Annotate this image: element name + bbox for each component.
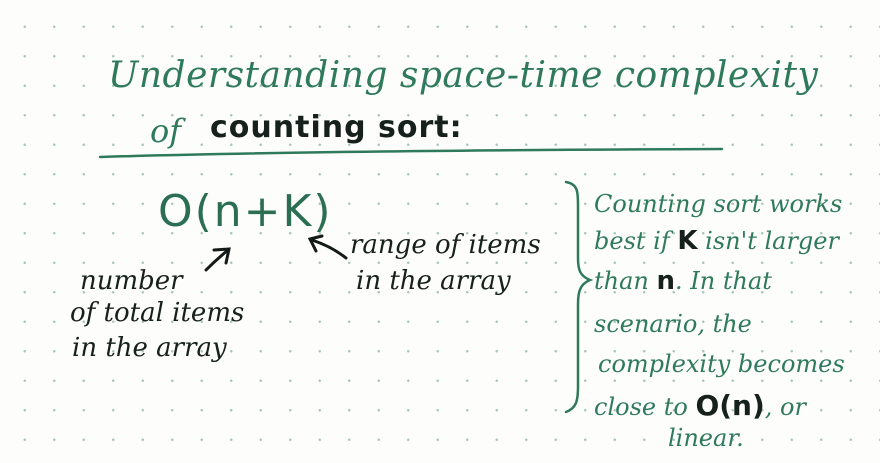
side-note-line-5: complexity becomes bbox=[598, 350, 845, 378]
title-line-2-prefix: of bbox=[150, 112, 182, 150]
arrow-to-k bbox=[307, 234, 348, 260]
linear-complexity: O(n) bbox=[695, 389, 765, 422]
curly-brace bbox=[564, 180, 594, 414]
side-note-line-1: Counting sort works bbox=[594, 190, 843, 218]
side-note-line-3-b: . In that bbox=[675, 267, 772, 295]
side-note-line-7: linear. bbox=[668, 424, 744, 452]
variable-n: n bbox=[656, 266, 676, 296]
side-note-line-2-b: isn't larger bbox=[705, 227, 839, 255]
side-note-line-2: best if K isn't larger bbox=[594, 228, 839, 254]
variable-k: K bbox=[677, 226, 698, 256]
n-annotation-line-3: in the array bbox=[72, 333, 227, 363]
title-line-1: Understanding space-time complexity bbox=[108, 55, 819, 96]
side-note-line-2-a: best if bbox=[594, 227, 670, 255]
arrow-to-n bbox=[204, 247, 231, 272]
title-underline bbox=[98, 147, 724, 159]
complexity-formula: O(n+K) bbox=[158, 186, 333, 237]
k-annotation-line-1: range of items bbox=[350, 230, 541, 260]
n-annotation-line-2: of total items bbox=[70, 298, 245, 328]
side-note-line-3-a: than bbox=[594, 267, 649, 295]
side-note-line-3: than n. In that bbox=[594, 268, 772, 294]
k-annotation-line-2: in the array bbox=[356, 266, 511, 296]
title-line-2-emphasis: counting sort: bbox=[210, 110, 463, 145]
side-note-line-6: close to O(n), or bbox=[594, 392, 806, 420]
n-annotation-line-1: number bbox=[80, 266, 183, 296]
side-note-line-4: scenario, the bbox=[594, 310, 752, 338]
side-note-line-6-a: close to bbox=[594, 393, 688, 421]
side-note-line-6-b: , or bbox=[764, 393, 806, 421]
